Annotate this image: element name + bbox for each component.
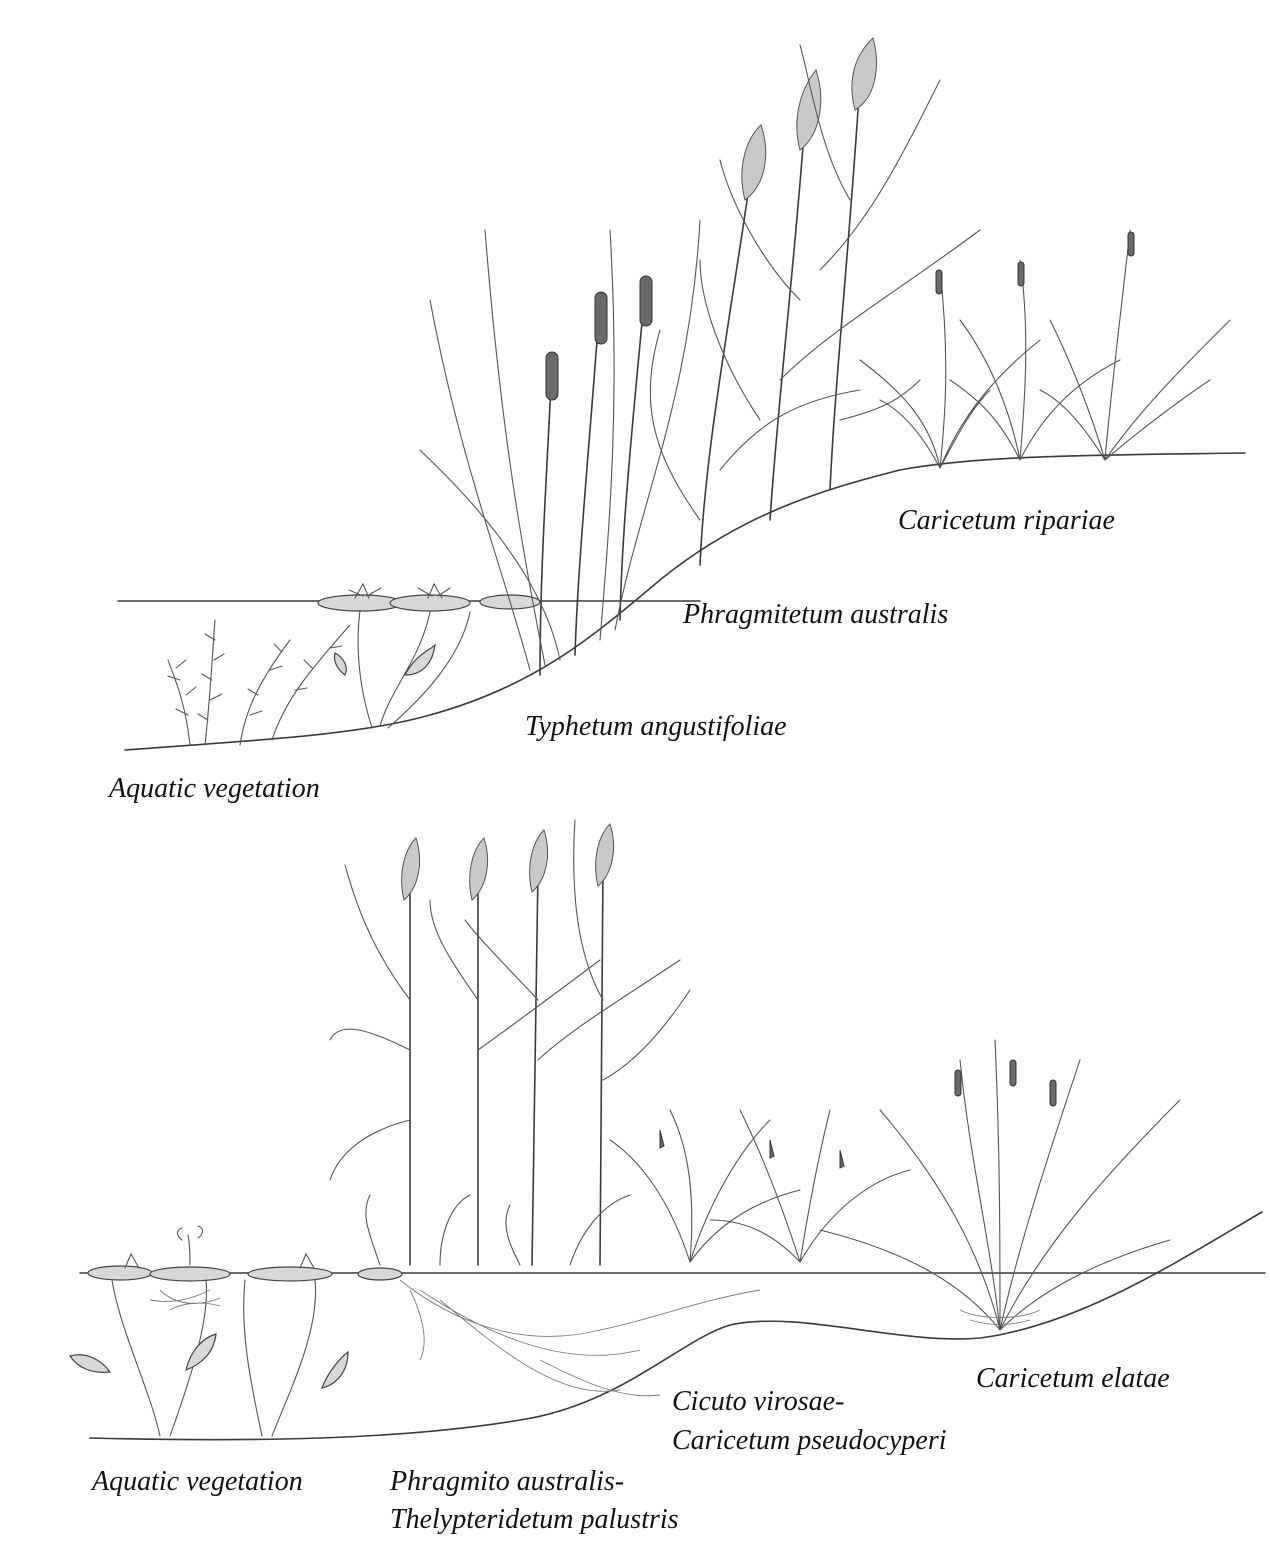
- label-phragmitetum-australis: Phragmitetum australis: [683, 599, 949, 630]
- label-phragmito-australis-line1: Phragmito australis-: [390, 1466, 625, 1497]
- label-aquatic-vegetation-bottom: Aquatic vegetation: [92, 1466, 303, 1497]
- bottom-profile: [69, 819, 1266, 1441]
- bottom-phragmites-stand: [329, 819, 761, 1397]
- label-phragmito-australis-line2: Thelypteridetum palustris: [390, 1504, 679, 1535]
- top-ground-profile: [124, 452, 1246, 751]
- top-profile: [117, 37, 1246, 751]
- label-cicuto-virosae-line2: Caricetum pseudocyperi: [672, 1425, 947, 1456]
- bottom-carex-elata: [819, 1039, 1181, 1331]
- bottom-water-lilies: [69, 1225, 403, 1437]
- bottom-ground-profile: [89, 1211, 1263, 1441]
- top-water-lilies: [317, 582, 541, 729]
- label-typhetum-angustifoliae: Typhetum angustifoliae: [525, 711, 787, 742]
- label-cicuto-virosae-line1: Cicuto virosae-: [672, 1386, 845, 1417]
- label-caricetum-ripariae: Caricetum ripariae: [898, 505, 1115, 536]
- label-aquatic-vegetation-top: Aquatic vegetation: [109, 773, 320, 804]
- top-phragmites-stand: [649, 37, 981, 566]
- top-carex-tussocks: [859, 229, 1231, 469]
- label-caricetum-elatae: Caricetum elatae: [976, 1363, 1170, 1394]
- top-typha-stand: [419, 219, 701, 676]
- top-submerged-plants: [167, 619, 351, 746]
- bottom-carex-pseudocyperus: [609, 1109, 911, 1263]
